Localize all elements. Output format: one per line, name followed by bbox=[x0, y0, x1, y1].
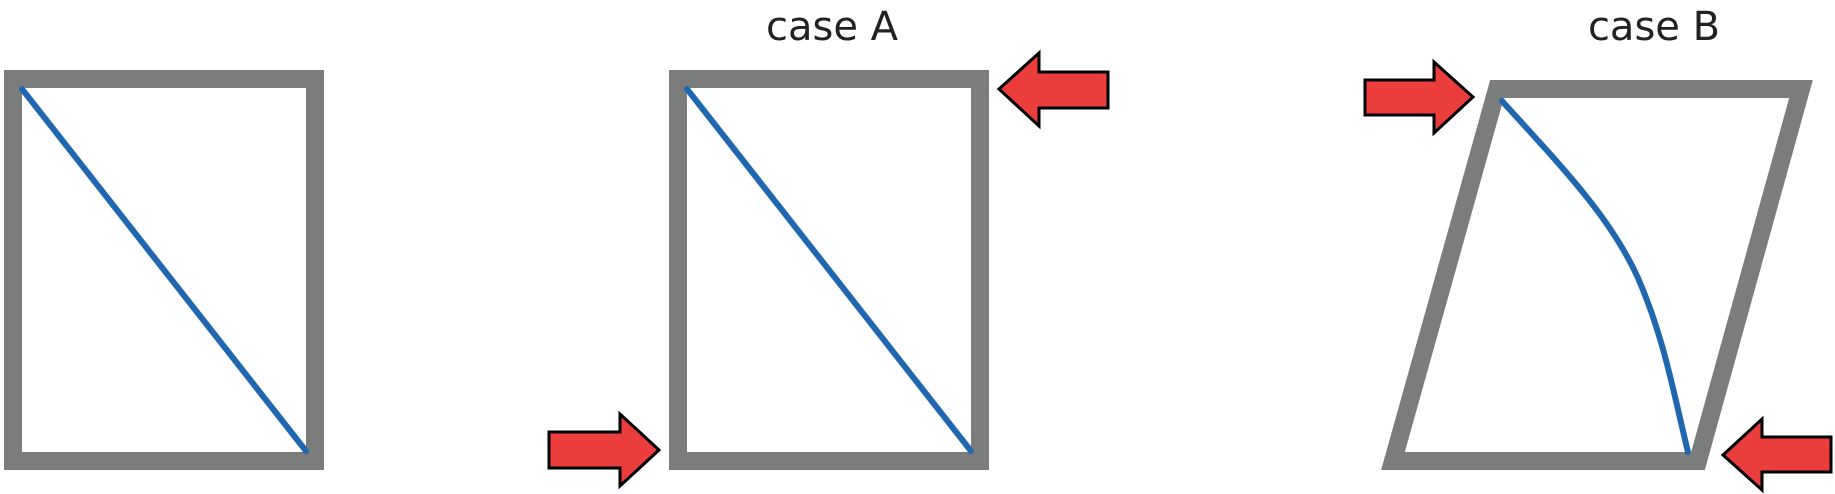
case-a-frame bbox=[669, 70, 989, 470]
reference-diagonal bbox=[19, 86, 309, 454]
case-a-top-arrow bbox=[996, 49, 1110, 130]
case-a-label: case A bbox=[766, 4, 899, 50]
case-a-bottom-arrow bbox=[547, 410, 662, 490]
panel-reference bbox=[4, 70, 324, 470]
case-b-label: case B bbox=[1588, 4, 1720, 50]
case-b-frame bbox=[1381, 80, 1813, 470]
case-b-top-arrow bbox=[1363, 58, 1476, 137]
case-a-diagonal bbox=[684, 86, 974, 454]
panel-case-b: case B bbox=[1363, 4, 1833, 494]
panel-case-a: case A bbox=[547, 4, 1110, 490]
reference-frame bbox=[4, 70, 324, 470]
case-b-curved-line bbox=[1499, 98, 1691, 455]
case-b-bottom-arrow bbox=[1720, 415, 1833, 494]
